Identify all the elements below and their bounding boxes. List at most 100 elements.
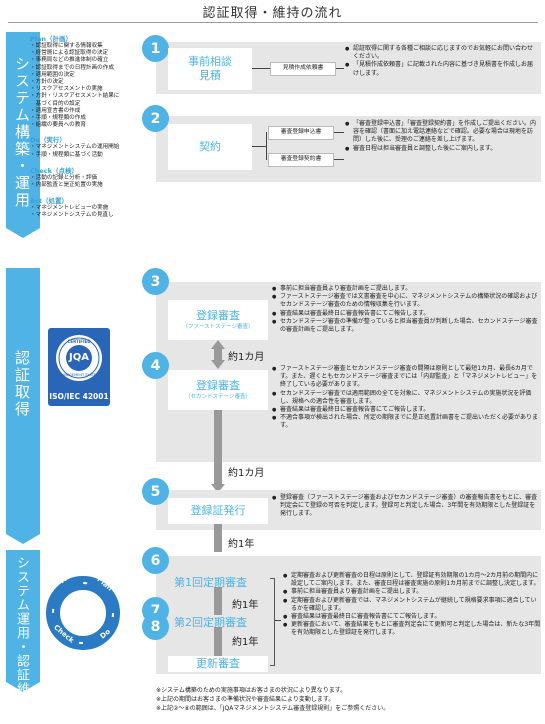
step-2-doc: 審査登録契約書 — [268, 153, 334, 167]
pdca-panel: Plan（計画） ・認証取得に関する情報収集 ・経営層による認証取得の決定 ・事… — [30, 33, 150, 220]
step-2-doc: 審査登録申込書 — [268, 126, 334, 140]
step-5-box: 登録証発行 — [168, 498, 268, 524]
step-3-bullet: 事前に担当審査員より審査計画をご提出します。 — [272, 285, 538, 293]
title-rule — [8, 22, 538, 23]
step-3-subtitle: （ファーストステージ審査） — [182, 324, 254, 330]
check-item: ・活動の記録と分析・評価 — [30, 174, 98, 181]
step-5-title: 登録証発行 — [190, 504, 246, 517]
check-item: ・内部監査と是正処置の実施 — [30, 182, 103, 189]
plan-item: ・リスクアセスメントの実施 — [30, 86, 103, 93]
step-4-number: 4 — [142, 352, 169, 379]
step-4-bullet: ファーストステージ審査とセカンドステージ審査の間隔は原則として最短1カ月、最長6… — [272, 365, 538, 390]
plan-item: 基づく目的の設定 — [30, 100, 81, 107]
steps-6-8-bullet: 定期審査および更新審査では、マネジメントシステムが継続して規格要求事項に適合して… — [283, 597, 541, 613]
badge-top-text: CERTIFIED — [67, 339, 91, 344]
step-2-doc-line-3 — [334, 159, 344, 160]
step-4-bullet: 審査結果は審査最終日に審査報告書にてご報告します。 — [272, 406, 538, 414]
steps-6-8-bullet: 事前に担当審査員より審査計画をご提出します。 — [283, 588, 541, 596]
steps-6-8-bullets: 定期審査および更新審査の日程は原則として、登録証有効期限の1カ月～2カ月前の期間… — [283, 572, 541, 638]
section-system-bar — [6, 32, 40, 228]
plan-item: ・事務局などの推進体制の確立 — [30, 57, 109, 64]
plan-item: ・方針の決定 — [30, 79, 64, 86]
step-8-box: 更新審査 — [168, 656, 268, 672]
section-cert-bar — [6, 268, 40, 534]
step-2-bullet: 審査日程は担当審査員と調整した後にご案内します。 — [345, 145, 539, 153]
step-2-doc-line-2 — [334, 132, 344, 133]
interval-connector — [214, 587, 222, 615]
step-4-bullets: ファーストステージ審査とセカンドステージ審査の間隔は原則として最短1カ月、最長6… — [272, 365, 538, 431]
footnotes: ※システム構築のための実施事項はお客さまの状況により異なります。 ※上記の期間は… — [156, 686, 541, 713]
badge-ring-text: MANAGEMENT SYSTEM — [58, 373, 100, 377]
interval-label: 約1カ月 — [228, 352, 265, 363]
plan-item: ・組織の要員への教育 — [30, 122, 86, 129]
step-1-title-2: 見積 — [199, 69, 221, 82]
step-3-bullet: 審査結果は審査最終日に審査報告書にてご報告します。 — [272, 310, 538, 318]
step-5-bullets: 登録審査（ファーストステージ審査およびセカンドステージ審査）の審査報告書をもとに… — [272, 494, 538, 519]
step-2-bullet: 「審査登録申込書」「審査登録契約書」を作成しご提出ください。内容を確認（書面に加… — [345, 120, 539, 145]
section-operation-label: システム運用・認証維持 — [14, 556, 29, 710]
step-3-title: 登録審査 — [196, 309, 240, 322]
step-4-bullet: 不適合事項が検出された場合、所定の期限までに是正処置計画書をご提出いただく必要が… — [272, 414, 538, 430]
badge-standard: ISO/IEC 42001 — [49, 392, 109, 401]
step-2-bullets: 「審査登録申込書」「審査登録契約書」を作成しご提出ください。内容を確認（書面に加… — [345, 120, 539, 153]
step-4-title: 登録審査 — [196, 379, 240, 392]
step-1-doc-line-2 — [336, 68, 344, 69]
plan-item: ・適用宣言書の作成 — [30, 107, 81, 114]
step-3-bullet: セカンドステージ審査の準備が整っていると担当審査員が判断した場合、セカンドステー… — [272, 318, 538, 334]
page-title: 認証取得・維持の流れ — [202, 6, 343, 21]
interval-label: 約1年 — [232, 637, 259, 648]
step-2-doc-bracket — [266, 132, 267, 160]
badge-logo: JQA — [69, 352, 89, 363]
step-6-title: 第1回定期審査 — [174, 576, 247, 589]
step-8-number: 8 — [142, 613, 169, 640]
plan-item: ・方針・リスクアセスメント結果に — [30, 93, 120, 100]
step-2-doc-line — [252, 146, 266, 147]
steps-6-8-bullet: 審査結果は審査最終日に審査報告書にてご報告します。 — [283, 613, 541, 621]
steps-6-8-bullet: 定期審査および更新審査の日程は原則として、登録証有効期限の1カ月～2カ月前の期間… — [283, 572, 541, 588]
interval-label: 約1カ月 — [228, 468, 265, 479]
step-3-number: 3 — [142, 268, 169, 295]
step-1-doc: 見積作成依頼書 — [270, 62, 336, 76]
interval-down-arrow — [211, 360, 225, 369]
steps-6-8-bullet: 更新審査において、審査結果をもとに審査判定会にて更新可と判定した場合は、新たな3… — [283, 621, 541, 637]
act-title: Act（処置） — [30, 197, 68, 206]
step-4-bullet: セカンドステージ審査では適用範囲の全てを対象に、マネジメントシステムの実施状況を… — [272, 390, 538, 406]
plan-title: Plan（計画） — [30, 35, 73, 43]
steps-6-8-bracket-stem — [275, 620, 281, 621]
check-title: Check（点検） — [30, 166, 78, 175]
step-6-number: 6 — [142, 547, 169, 574]
section-cert-label: 認証取得 — [13, 350, 31, 418]
certification-badge: CERTIFIED JQA MANAGEMENT SYSTEM ISO/IEC … — [48, 328, 110, 406]
interval-label: 約1年 — [228, 539, 255, 550]
step-5-bullet: 登録審査（ファーストステージ審査およびセカンドステージ審査）の審査報告書をもとに… — [272, 494, 538, 519]
step-1-bullet: 認証取得に関する各種ご相談に応じますのでお気軽にお問い合わせください。 — [345, 45, 537, 61]
steps-6-8-bracket — [270, 578, 275, 666]
do-item: ・マネジメントシステムの運用開始 — [30, 144, 120, 151]
do-item: ・手順・規程類に基づく活動 — [30, 151, 103, 158]
footnote: ※上記②～⑧の範囲は、「JQAマネジメントシステム審査登録規則」をご参照ください… — [156, 705, 390, 712]
do-title: Do（実行） — [30, 136, 66, 145]
step-3-box: 登録審査 （ファーストステージ審査） — [168, 300, 268, 340]
plan-item: ・手順・規程類の作成 — [30, 115, 86, 122]
section-operation-arrow — [6, 682, 40, 692]
interval-up-arrow — [211, 340, 225, 349]
step-1-bullets: 認証取得に関する各種ご相談に応じますのでお気軽にお問い合わせください。 「見積作… — [345, 45, 537, 78]
interval-label: 約1年 — [232, 600, 259, 611]
section-system-label: システム構築・運用 — [13, 56, 31, 209]
interval-connector — [214, 627, 222, 657]
plan-item: ・適用範囲の決定 — [30, 71, 75, 78]
step-3-bullet: ファーストステージ審査では文書審査を中心に、マネジメントシステムの構築状況の確認… — [272, 293, 538, 309]
step-3-bullets: 事前に担当審査員より審査計画をご提出します。 ファーストステージ審査では文書審査… — [272, 285, 538, 334]
step-2-box: 契約 — [168, 124, 252, 170]
section-operation-bar — [6, 550, 40, 682]
pdca-cycle-diagram — [46, 576, 120, 650]
step-5-number: 5 — [142, 478, 169, 505]
section-system-arrow — [6, 228, 40, 238]
plan-item: ・経営層による認証取得の決定 — [30, 50, 109, 57]
step-2-number: 2 — [142, 105, 169, 132]
footnote: ※システム構築のための実施事項はお客さまの状況により異なります。 — [156, 687, 347, 694]
footnote: ※上記の期間はお客さまの準備状況や審査結果により変動します。 — [156, 696, 335, 703]
plan-item: ・認証取得までの日程計画の作成 — [30, 64, 114, 71]
section-cert-arrow — [6, 534, 40, 544]
step-1-title: 事前相談 — [188, 55, 232, 68]
